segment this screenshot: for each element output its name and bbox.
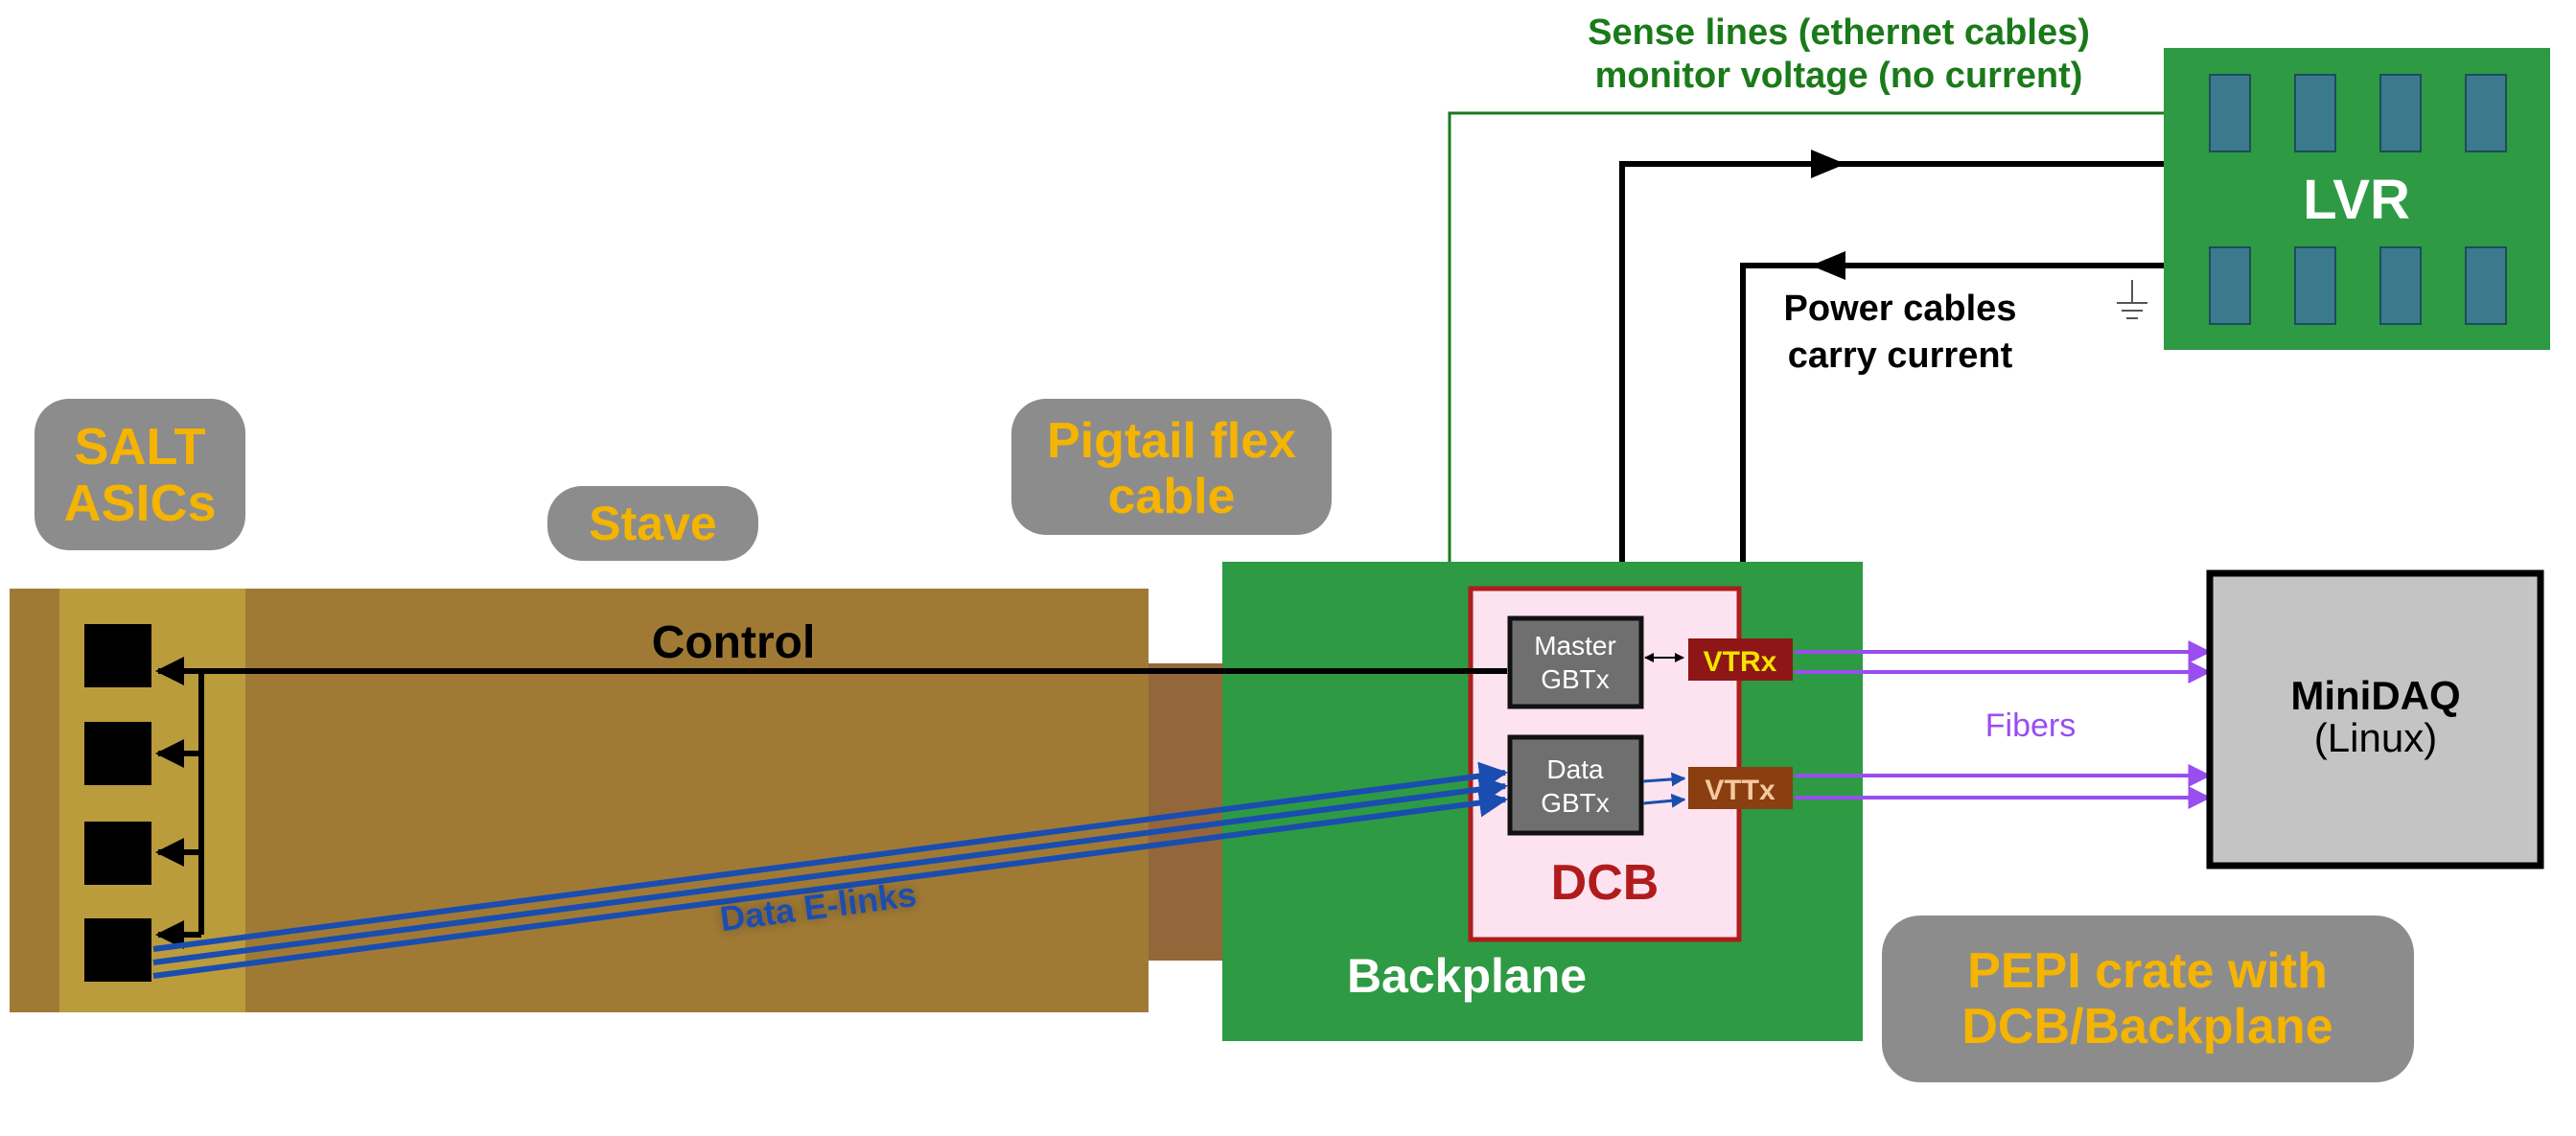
power-label-line1: Power cables xyxy=(1784,289,2017,329)
lvr-module-icon xyxy=(2379,246,2422,325)
arrow-icon xyxy=(1811,150,1845,178)
pigtail-bubble xyxy=(1011,399,1332,535)
minidaq-label-line2: (Linux) xyxy=(2314,715,2437,760)
salt-label-line2: ASICs xyxy=(63,475,216,532)
data-elink-line xyxy=(152,775,1508,965)
pepi-label-line2: DCB/Backplane xyxy=(1961,999,2332,1055)
minidaq-box xyxy=(2206,569,2544,869)
sense-line xyxy=(1448,111,2164,562)
data-elink-line xyxy=(152,788,1508,979)
data-elink-line xyxy=(152,761,1508,952)
ground-symbol-icon xyxy=(2117,280,2147,319)
salt-bubble xyxy=(35,399,245,550)
lvr-module-icon xyxy=(2294,246,2336,325)
vtrx-label: VTRx xyxy=(1704,646,1777,678)
vttx-label: VTTx xyxy=(1705,775,1775,806)
pigtail-label-line1: Pigtail flex xyxy=(1047,413,1296,469)
asic-chip-icon xyxy=(84,722,151,785)
pigtail-label-line2: cable xyxy=(1108,469,1236,524)
data-gbtx-box xyxy=(1507,734,1644,836)
control-label: Control xyxy=(652,617,816,668)
lvr-module-icon xyxy=(2379,74,2422,152)
lvr-label: LVR xyxy=(2303,169,2410,231)
data-gbtx-line2: GBTx xyxy=(1541,788,1610,818)
vttx-box xyxy=(1688,767,1793,809)
pepi-bubble xyxy=(1882,916,2414,1082)
data-gbtx-line1: Data xyxy=(1546,754,1604,784)
stave-bubble xyxy=(547,486,758,561)
fibers-label: Fibers xyxy=(1985,707,2076,744)
asic-chip-icon xyxy=(84,918,151,982)
sense-label-line2: monitor voltage (no current) xyxy=(1595,56,2083,96)
power-label-line2: carry current xyxy=(1788,336,2013,376)
lvr-module-icon xyxy=(2465,74,2507,152)
power-cable-1 xyxy=(1619,161,2164,562)
lvr-module-icon xyxy=(2209,246,2251,325)
salt-label-line1: SALT xyxy=(75,418,206,475)
dcb-label: DCB xyxy=(1551,855,1659,911)
lvr-module-icon xyxy=(2209,74,2251,152)
lvr-module-icon xyxy=(2465,246,2507,325)
master-gbtx-line1: Master xyxy=(1534,631,1616,661)
backplane-label: Backplane xyxy=(1347,949,1587,1003)
asic-chip-icon xyxy=(84,624,151,687)
power-cable-2 xyxy=(1740,263,2164,562)
master-gbtx-line2: GBTx xyxy=(1541,664,1610,694)
lvr-module-icon xyxy=(2294,74,2336,152)
data-gbtx-to-vttx-link xyxy=(1642,772,1686,787)
sense-label-line1: Sense lines (ethernet cables) xyxy=(1588,12,2090,53)
asic-chip-icon xyxy=(84,822,151,885)
lvr-modules xyxy=(2209,74,2507,325)
data-gbtx-to-vttx-link xyxy=(1642,793,1686,808)
minidaq-label-line1: MiniDAQ xyxy=(2290,673,2460,718)
arrow-icon xyxy=(1811,251,1845,280)
master-gbtx-box xyxy=(1507,615,1644,709)
pepi-label-line1: PEPI crate with xyxy=(1967,943,2328,999)
stave-label: Stave xyxy=(589,497,716,550)
vtrx-box xyxy=(1688,638,1793,681)
